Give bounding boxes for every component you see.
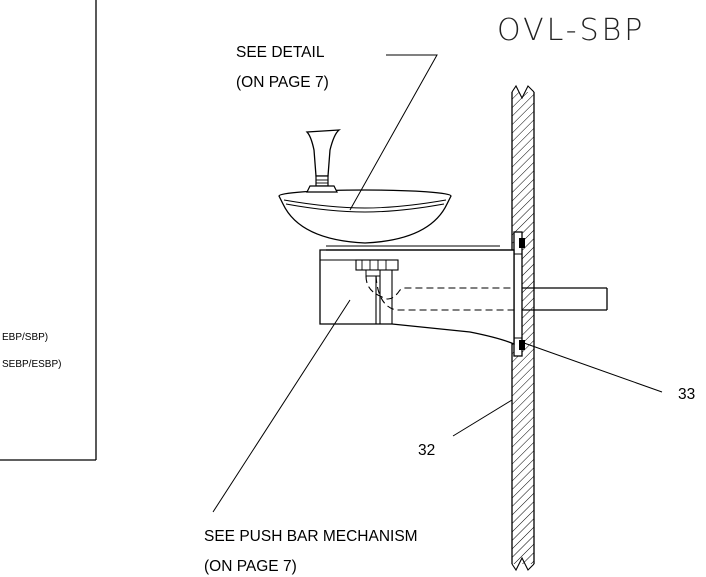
fountain-bowl <box>278 189 452 244</box>
callout-part-32: 32 <box>418 399 513 459</box>
internal-tubing-hidden <box>365 275 514 311</box>
push-bar-label: SEE PUSH BAR MECHANISM <box>204 528 418 545</box>
push-bar-page-label: (ON PAGE 7) <box>204 558 297 575</box>
callout-see-detail: SEE DETAIL (ON PAGE 7) <box>236 44 438 211</box>
push-bar-mechanism <box>355 259 399 277</box>
part-number-33: 33 <box>678 386 695 403</box>
supply-pipe <box>522 287 608 311</box>
push-bar-leader-line <box>212 299 351 513</box>
left-panel-frame <box>0 0 97 461</box>
see-detail-leader-line <box>349 54 438 211</box>
callout-push-bar: SEE PUSH BAR MECHANISM (ON PAGE 7) <box>204 299 418 575</box>
left-panel-note-1: EBP/SBP) <box>2 332 48 343</box>
left-panel-note-2: SEBP/ESBP) <box>2 359 61 370</box>
see-detail-label: SEE DETAIL <box>236 44 325 61</box>
part-number-32: 32 <box>418 442 435 459</box>
part-33-leader-line <box>523 342 663 393</box>
callout-part-33: 33 <box>523 342 695 403</box>
part-32-leader-line <box>452 399 513 437</box>
model-title: OVL-SBP <box>497 13 645 48</box>
fountain-housing <box>319 245 515 345</box>
see-detail-page-label: (ON PAGE 7) <box>236 74 329 91</box>
bubbler <box>305 129 342 193</box>
